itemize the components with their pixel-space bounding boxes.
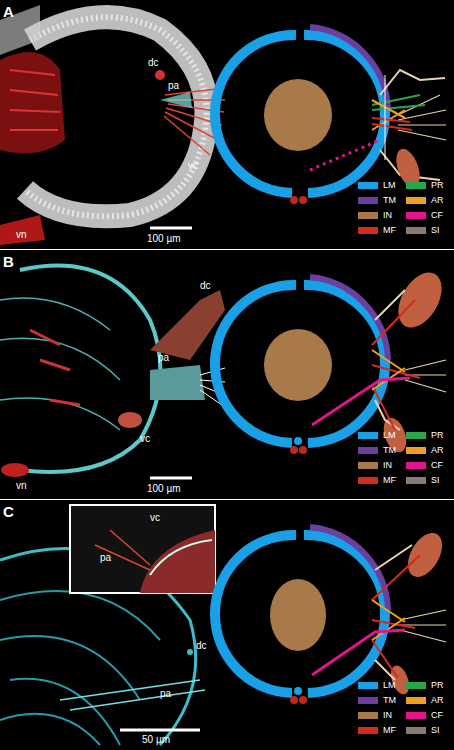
legend-entry: MF [358, 225, 396, 236]
legend-text: PR [431, 180, 444, 191]
legend-entry: PR [406, 430, 444, 441]
legend-text: IN [383, 710, 392, 721]
legend-swatch [358, 462, 378, 469]
legend-text: SI [431, 475, 440, 486]
legend-text: SI [431, 725, 440, 736]
legend-text: LM [383, 680, 396, 691]
legend-text: CF [431, 710, 443, 721]
legend-entry: LM [358, 430, 396, 441]
micrograph-c [0, 505, 215, 745]
legend-text: TM [383, 445, 396, 456]
legend-entry: TM [358, 695, 396, 706]
schematic-a [215, 27, 446, 204]
legend-entry: IN [358, 710, 392, 721]
legend-swatch [406, 697, 426, 704]
panel-letter: B [3, 253, 14, 270]
structure-label: dc [148, 57, 159, 69]
legend-swatch [358, 432, 378, 439]
legend-swatch [406, 462, 426, 469]
legend-swatch [406, 182, 426, 189]
legend-text: AR [431, 695, 444, 706]
legend-entry: IN [358, 210, 392, 221]
legend-entry: TM [358, 195, 396, 206]
legend-entry: PR [406, 680, 444, 691]
legend-swatch [406, 432, 426, 439]
micrograph-a [0, 5, 225, 245]
legend-swatch [406, 712, 426, 719]
legend-swatch [358, 697, 378, 704]
structure-label: vn [16, 480, 27, 492]
legend-text: IN [383, 460, 392, 471]
structure-label: pa [168, 80, 179, 92]
legend-swatch [358, 727, 378, 734]
legend-swatch [406, 447, 426, 454]
legend-swatch [406, 212, 426, 219]
schematic-c [215, 527, 449, 704]
legend-swatch [406, 727, 426, 734]
legend-entry: AR [406, 445, 444, 456]
legend-text: MF [383, 225, 396, 236]
structure-label: dc [196, 640, 207, 652]
scale-label: 100 µm [147, 483, 181, 495]
legend-swatch [358, 197, 378, 204]
legend-entry: IN [358, 460, 392, 471]
structure-label: vn [16, 229, 27, 241]
panel-letter: A [3, 3, 14, 20]
legend-text: CF [431, 210, 443, 221]
structure-label: vc [150, 512, 160, 524]
structure-label: vc [140, 433, 150, 445]
legend-entry: AR [406, 695, 444, 706]
legend-entry: LM [358, 680, 396, 691]
legend-swatch [406, 197, 426, 204]
legend-text: PR [431, 680, 444, 691]
schematic-b [215, 265, 451, 455]
legend-entry: TM [358, 445, 396, 456]
legend-entry: SI [406, 225, 440, 236]
legend-swatch [358, 477, 378, 484]
legend-entry: SI [406, 725, 440, 736]
legend-entry: MF [358, 475, 396, 486]
legend-entry: AR [406, 195, 444, 206]
legend-swatch [406, 227, 426, 234]
legend-entry: CF [406, 710, 443, 721]
legend-entry: PR [406, 180, 444, 191]
legend-text: CF [431, 460, 443, 471]
panel-letter: C [3, 503, 14, 520]
structure-label: pa [100, 552, 111, 564]
legend-text: AR [431, 195, 444, 206]
structure-label: dc [200, 280, 211, 292]
legend-text: IN [383, 210, 392, 221]
legend-swatch [358, 712, 378, 719]
legend-text: PR [431, 430, 444, 441]
legend-entry: SI [406, 475, 440, 486]
legend-swatch [406, 682, 426, 689]
structure-label: pa [158, 352, 169, 364]
scale-label: 50 µm [142, 734, 170, 746]
legend-entry: CF [406, 210, 443, 221]
legend-text: AR [431, 445, 444, 456]
legend-text: TM [383, 195, 396, 206]
legend-swatch [406, 477, 426, 484]
legend-entry: MF [358, 725, 396, 736]
legend-text: MF [383, 475, 396, 486]
structure-label: pa [160, 688, 171, 700]
legend-swatch [358, 182, 378, 189]
micrograph-b [0, 266, 225, 478]
legend-entry: LM [358, 180, 396, 191]
legend-swatch [358, 227, 378, 234]
legend-text: LM [383, 430, 396, 441]
legend-text: MF [383, 725, 396, 736]
legend-swatch [358, 212, 378, 219]
legend-text: SI [431, 225, 440, 236]
legend-text: TM [383, 695, 396, 706]
legend-entry: CF [406, 460, 443, 471]
legend-swatch [358, 682, 378, 689]
legend-text: LM [383, 180, 396, 191]
structure-label: vc [188, 160, 198, 172]
scale-label: 100 µm [147, 233, 181, 245]
legend-swatch [358, 447, 378, 454]
